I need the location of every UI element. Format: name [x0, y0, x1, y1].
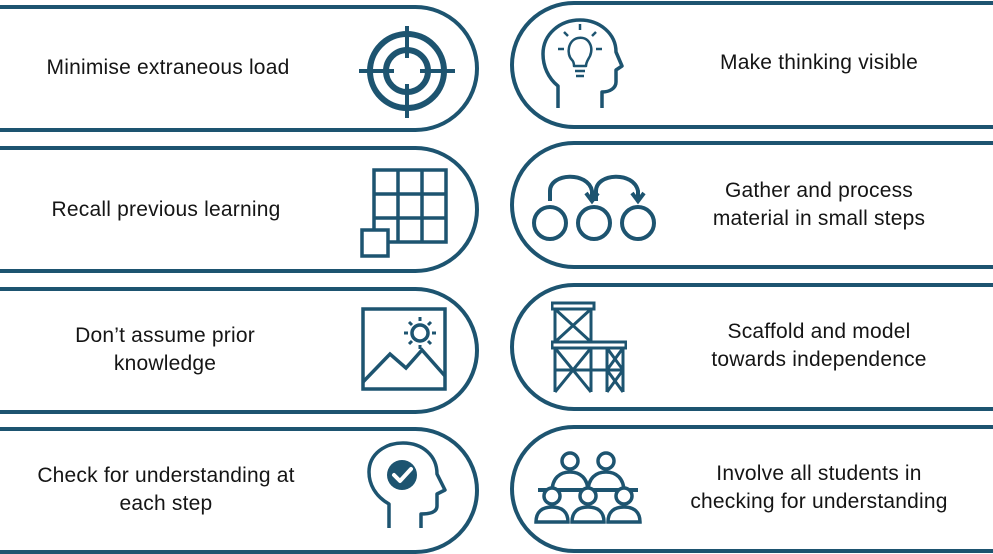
card-label: Scaffold and model towards independence: [711, 320, 927, 371]
card-label: Don’t assume prior knowledge: [75, 324, 255, 375]
card-gather-and-process: [510, 141, 993, 269]
grid-blocks-icon: [360, 168, 450, 258]
card-label: Make thinking visible: [720, 51, 918, 74]
card-label: Check for understanding at each step: [37, 464, 295, 515]
process-circles-icon: [528, 163, 660, 245]
card-dont-assume-prior-knowledge: [0, 287, 479, 414]
head-lightbulb-icon: [540, 16, 624, 112]
landscape-image-icon: [360, 306, 448, 392]
head-checkmark-icon: [365, 440, 447, 532]
card-label: Involve all students in checking for und…: [690, 462, 948, 513]
card-label: Recall previous learning: [51, 198, 281, 221]
card-label: Gather and process material in small ste…: [712, 179, 926, 230]
student-group-icon: [532, 450, 644, 524]
card-minimise-extraneous-load: [0, 5, 479, 132]
scaffold-icon: [551, 300, 627, 396]
crosshair-icon: [357, 24, 457, 120]
card-label: Minimise extraneous load: [46, 56, 290, 79]
card-check-for-understanding: [0, 427, 479, 554]
